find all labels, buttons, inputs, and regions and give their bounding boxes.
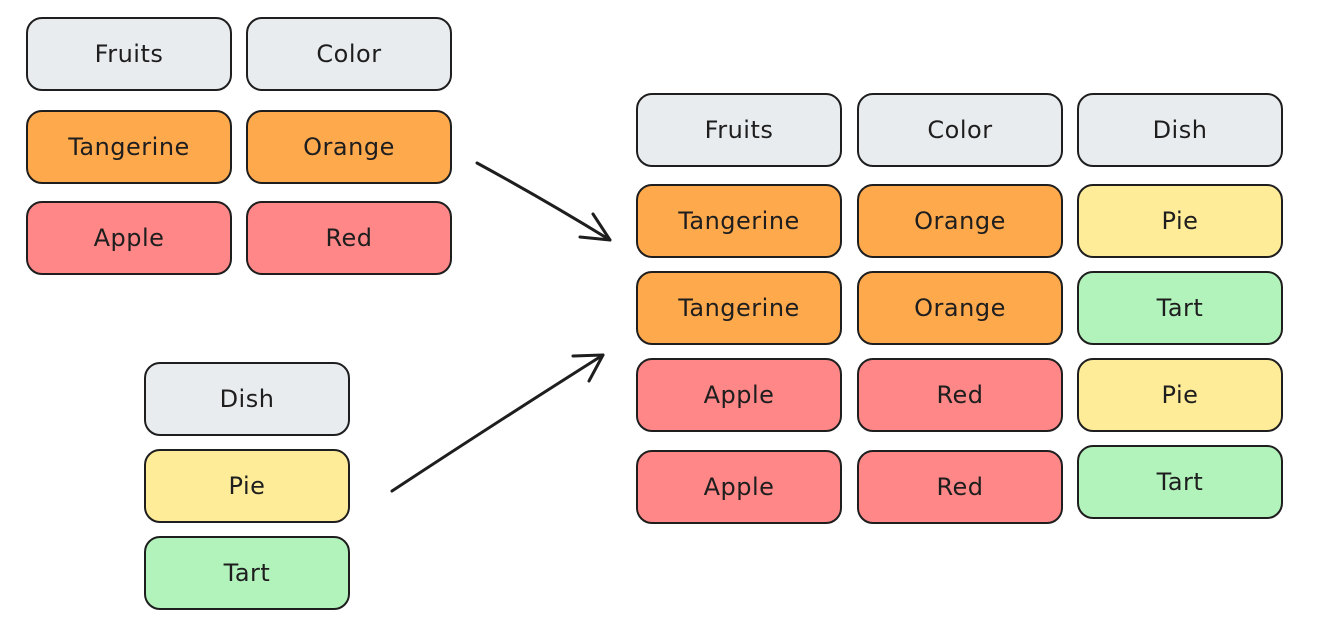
cell-dish: Pie: [144, 449, 350, 523]
header-color: Color: [246, 17, 452, 91]
cell-color: Red: [857, 358, 1063, 432]
cell-fruit: Tangerine: [636, 271, 842, 345]
arrow-bottom-head: [571, 353, 605, 383]
arrow-bottom: [390, 353, 605, 493]
header-color: Color: [857, 93, 1063, 167]
cell-fruit: Tangerine: [26, 110, 232, 184]
cell-color: Orange: [857, 271, 1063, 345]
cell-dish: Tart: [1077, 271, 1283, 345]
cell-color: Orange: [857, 184, 1063, 258]
cell-dish: Pie: [1077, 184, 1283, 258]
header-fruits: Fruits: [26, 17, 232, 91]
cell-color: Red: [857, 450, 1063, 524]
header-dish: Dish: [1077, 93, 1283, 167]
cell-color: Red: [246, 201, 452, 275]
cell-fruit: Apple: [636, 450, 842, 524]
arrow-top: [475, 161, 612, 242]
header-dish: Dish: [144, 362, 350, 436]
cell-color: Orange: [246, 110, 452, 184]
arrow-top-head: [578, 212, 612, 242]
cell-fruit: Apple: [636, 358, 842, 432]
cell-dish: Pie: [1077, 358, 1283, 432]
header-fruits: Fruits: [636, 93, 842, 167]
cell-fruit: Apple: [26, 201, 232, 275]
cell-dish: Tart: [1077, 445, 1283, 519]
cell-dish: Tart: [144, 536, 350, 610]
cell-fruit: Tangerine: [636, 184, 842, 258]
